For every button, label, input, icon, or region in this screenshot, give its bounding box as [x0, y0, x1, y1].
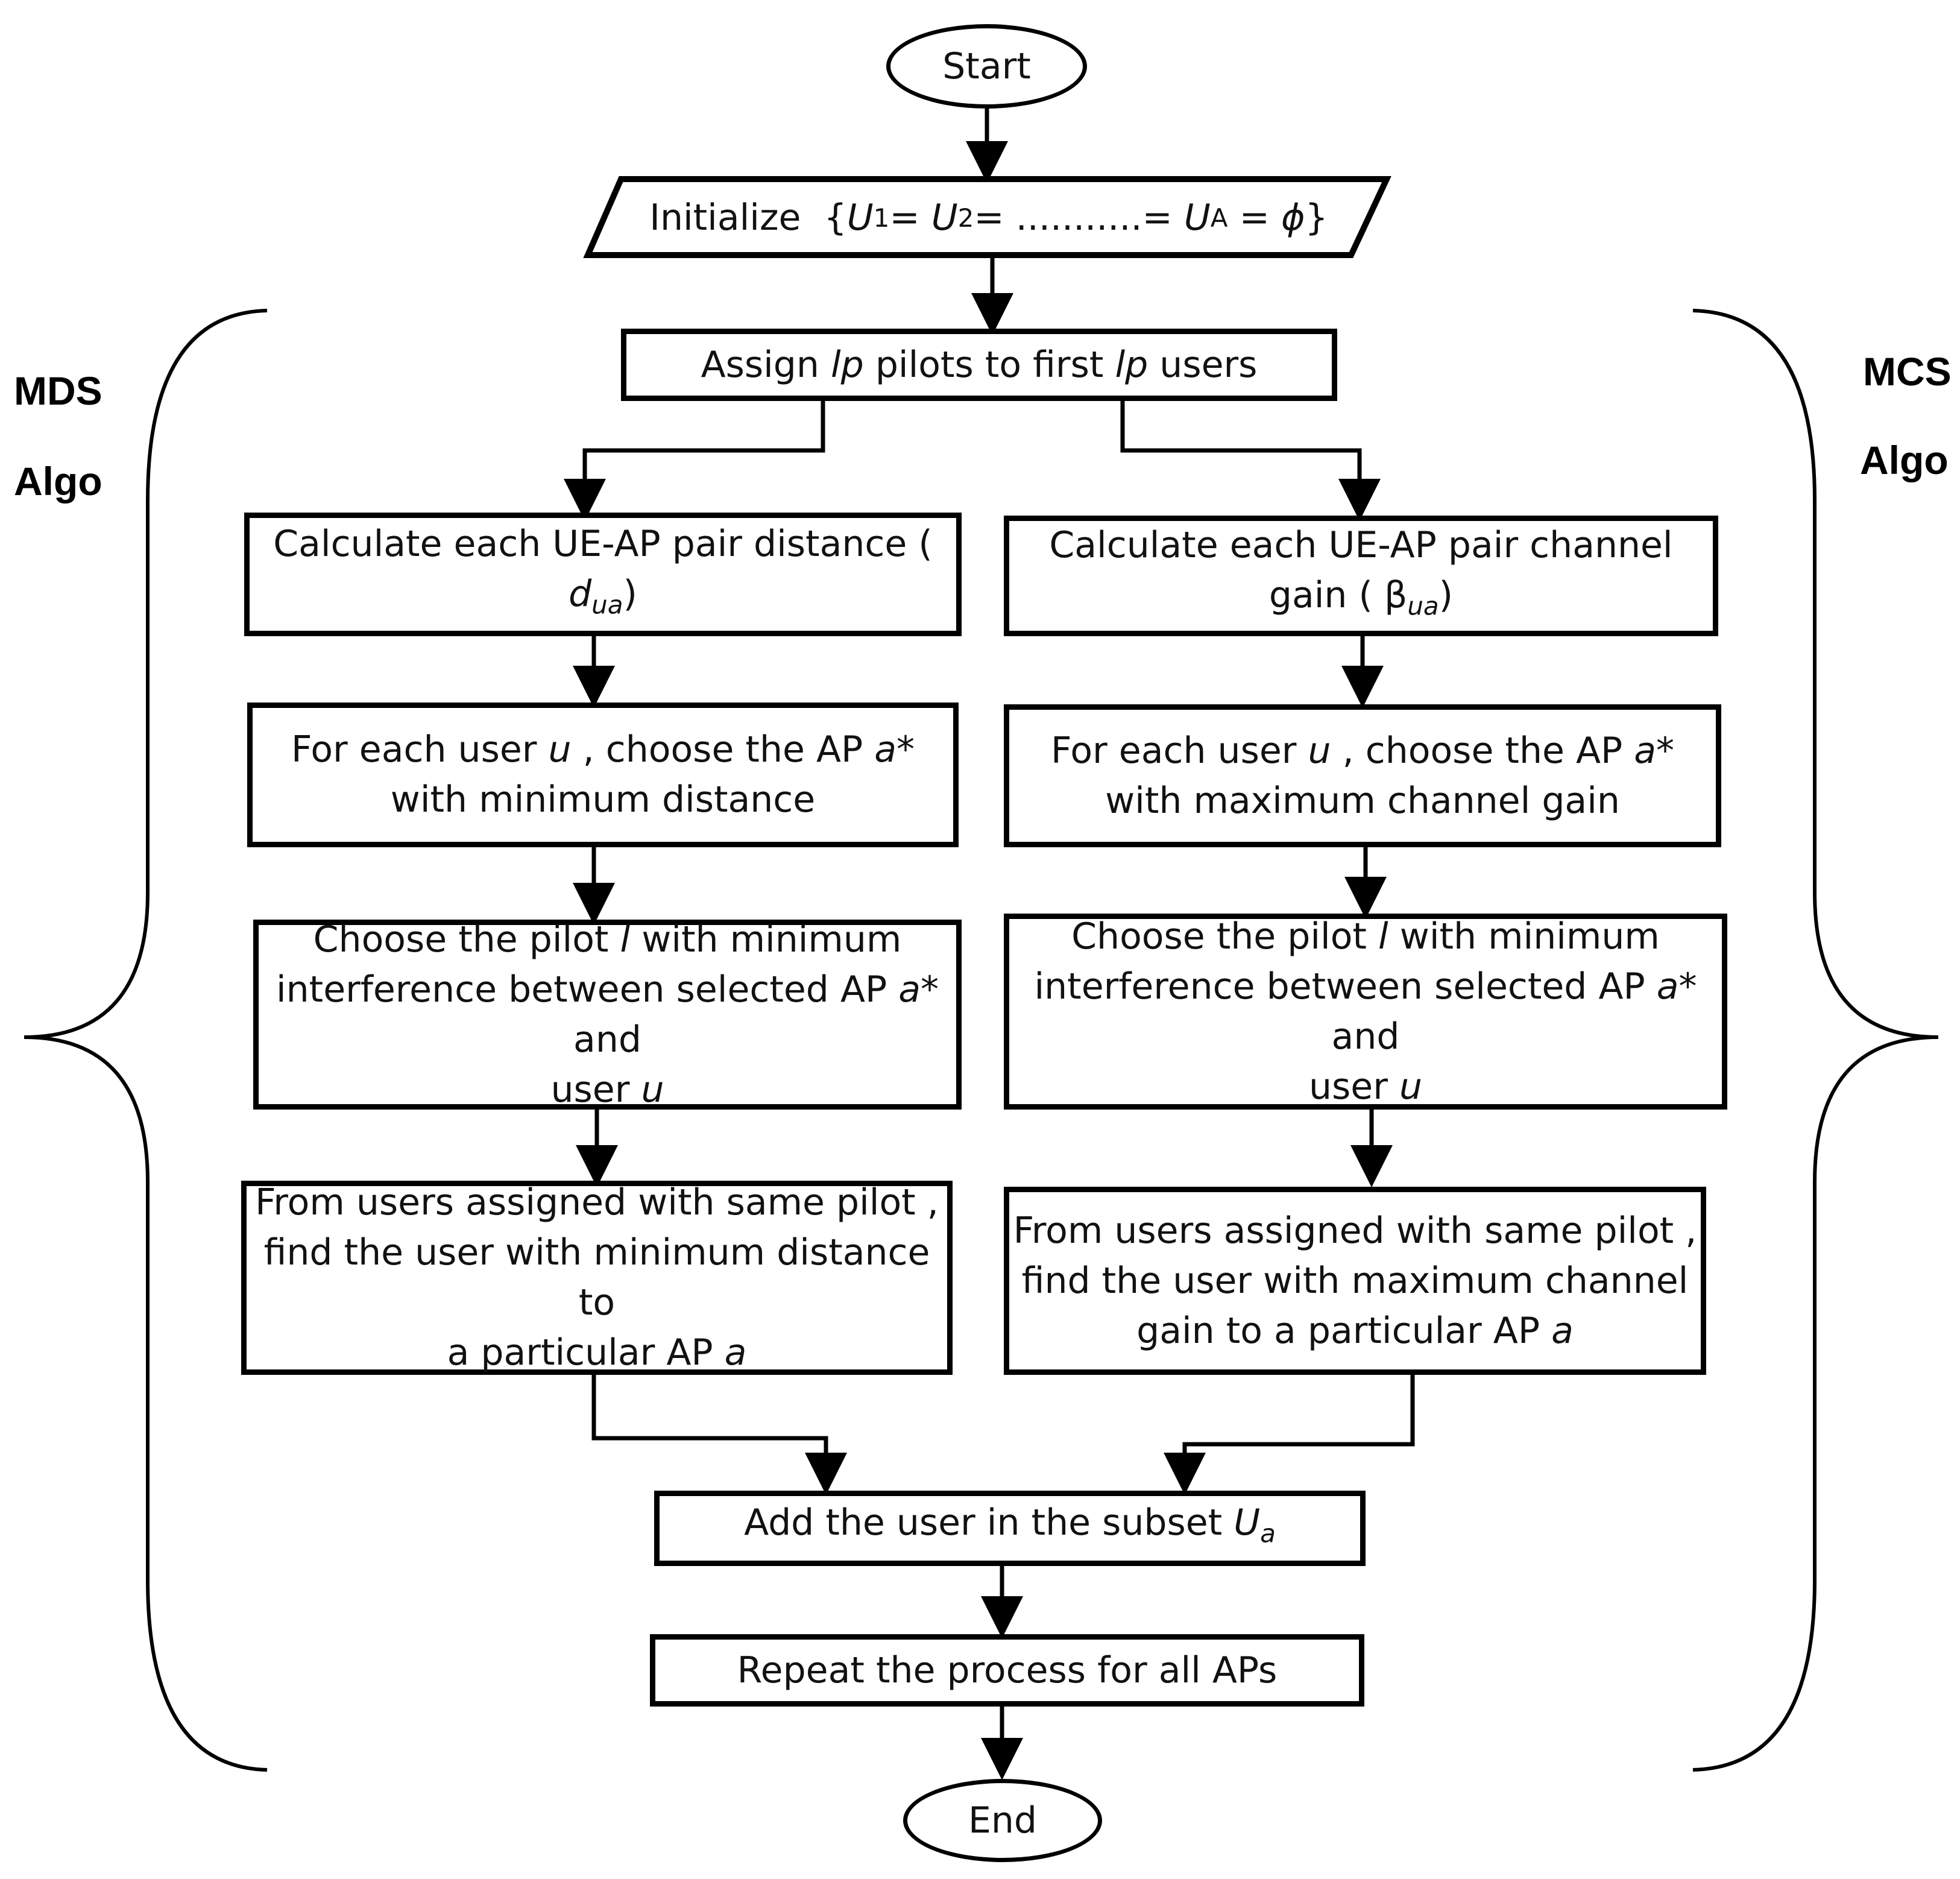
mds-calc-sub: ua [591, 590, 623, 620]
add-user-sub: a [1260, 1518, 1276, 1549]
mds-from-users-line1: From users assigned with same pilot , [255, 1181, 939, 1224]
repeat-step: Repeat the process for all APs [650, 1634, 1364, 1707]
mds-from-users-line2: find the user with minimum distance to [263, 1231, 930, 1324]
mcs-from-users-step: From users assigned with same pilot , fi… [1004, 1187, 1706, 1375]
init-parallelogram [583, 176, 1391, 258]
assign-var-1: lp [830, 343, 864, 386]
mcs-pilot-text-5: user [1309, 1065, 1399, 1108]
mds-pilot-text-1: Choose the pilot [313, 918, 620, 961]
arrow-left-merge [591, 1375, 847, 1495]
mcs-from-users-line1: From users assigned with same pilot , [1013, 1209, 1697, 1252]
init-ua-sub: A [1210, 203, 1228, 233]
mds-choose-ap-text-2: , choose the AP [571, 728, 875, 771]
mcs-calc-close: ) [1438, 574, 1454, 617]
assign-text-2: pilots to first [863, 343, 1115, 386]
mcs-pilot-u: u [1399, 1065, 1422, 1108]
right-brace [1692, 309, 1939, 1772]
mds-pilot-text-5: user [550, 1068, 641, 1111]
arrow-right-merge [1164, 1375, 1415, 1495]
init-phi: ϕ [1281, 197, 1305, 239]
mcs-calc-line1: Calculate each UE-AP pair channel [1049, 524, 1673, 567]
init-dots: = ........... [974, 197, 1142, 239]
mds-choose-ap-text-1: For each user [291, 728, 549, 771]
mcs-from-users-a: a [1551, 1309, 1574, 1352]
init-u2-sub: 2 [957, 203, 974, 233]
mds-choose-ap-step: For each user u , choose the AP a* with … [247, 703, 959, 847]
mcs-calc-gain-step: Calculate each UE-AP pair channel gain (… [1004, 516, 1718, 636]
init-u2: U [931, 197, 958, 239]
assign-var-2: lp [1115, 343, 1149, 386]
assign-pilots-step: Assign lp pilots to first lp users [621, 329, 1337, 401]
repeat-label: Repeat the process for all APs [737, 1649, 1278, 1691]
mcs-choose-ap-text-2: , choose the AP [1331, 729, 1634, 772]
mds-calc-var: d [569, 572, 592, 615]
init-prefix: Initialize [649, 197, 801, 239]
mds-algo-label: Algo [14, 459, 102, 504]
mds-pilot-u: u [641, 1068, 664, 1111]
mcs-pilot-text-4: and [1331, 1015, 1400, 1058]
init-ua: U [1183, 197, 1211, 239]
add-user-step: Add the user in the subset Ua [654, 1491, 1366, 1566]
mcs-from-users-line3: gain to a particular AP [1136, 1309, 1552, 1352]
assign-text-1: Assign [701, 343, 831, 386]
end-label: End [968, 1799, 1038, 1842]
arrow-assign-right [1120, 399, 1381, 521]
mds-calc-distance-step: Calculate each UE-AP pair distance ( dua… [244, 513, 962, 636]
mds-calc-text: Calculate each UE-AP pair distance ( [273, 522, 933, 565]
mds-from-users-line3: a particular AP [447, 1331, 725, 1374]
mcs-choose-ap-a: a* [1634, 729, 1675, 772]
start-terminal: Start [886, 24, 1087, 109]
mds-pilot-text-3: interference between selected AP [276, 968, 899, 1011]
mds-choose-pilot-step: Choose the pilot l with minimum interfer… [253, 918, 962, 1111]
mcs-choose-ap-u: u [1308, 729, 1331, 772]
mcs-choose-ap-text-1: For each user [1050, 729, 1308, 772]
mds-from-users-step: From users assigned with same pilot , fi… [241, 1181, 953, 1375]
mcs-choose-pilot-step: Choose the pilot l with minimum interfer… [1004, 914, 1727, 1110]
mds-choose-ap-u: u [548, 728, 572, 771]
mds-from-users-a: a [724, 1331, 747, 1374]
assign-text-3: users [1148, 343, 1258, 386]
left-brace [24, 309, 268, 1772]
mds-pilot-a: a* [898, 968, 939, 1011]
mcs-choose-ap-line2: with maximum channel gain [1105, 779, 1620, 822]
mds-pilot-l: l [620, 918, 631, 961]
mcs-pilot-l: l [1378, 915, 1388, 958]
mds-pilot-text-4: and [573, 1018, 641, 1061]
mds-choose-ap-a: a* [874, 728, 915, 771]
mcs-pilot-a: a* [1656, 965, 1697, 1008]
mcs-label: MCS [1863, 349, 1952, 394]
mcs-choose-ap-step: For each user u , choose the AP a* with … [1004, 704, 1721, 847]
add-user-text: Add the user in the subset [744, 1502, 1234, 1544]
mds-pilot-text-2: with minimum [630, 918, 902, 961]
start-label: Start [942, 45, 1031, 87]
add-user-var: U [1234, 1502, 1261, 1544]
mds-label: MDS [14, 368, 102, 413]
mds-choose-ap-line2: with minimum distance [390, 778, 816, 821]
init-u1: U [846, 197, 874, 239]
mds-calc-close: ) [623, 572, 637, 615]
mcs-pilot-text-2: with minimum [1388, 915, 1660, 958]
mcs-pilot-text-3: interference between selected AP [1034, 965, 1657, 1008]
end-terminal: End [903, 1779, 1102, 1862]
init-u1-sub: 1 [873, 203, 890, 233]
arrow-assign-left [564, 399, 825, 521]
mcs-pilot-text-1: Choose the pilot [1071, 915, 1378, 958]
mcs-calc-sub: ua [1407, 591, 1439, 621]
mcs-algo-label: Algo [1860, 438, 1949, 482]
mcs-from-users-line2: find the user with maximum channel [1021, 1259, 1689, 1302]
mcs-calc-line2: gain ( β [1268, 574, 1408, 617]
